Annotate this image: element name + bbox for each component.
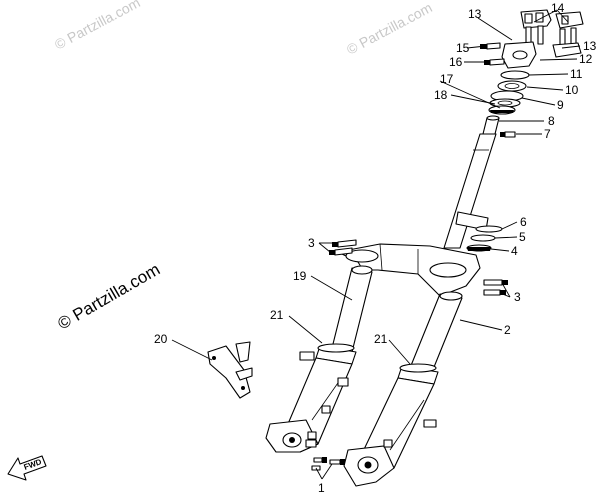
callout-21: 21 — [270, 308, 284, 322]
callout-1: 1 — [318, 481, 325, 495]
callout-labels: 13 14 13 15 12 16 11 17 10 18 9 8 7 6 5 … — [154, 1, 597, 495]
callout-6: 6 — [520, 215, 527, 229]
watermark-center: © Partzilla.com — [55, 260, 164, 334]
fork-leg-left — [265, 265, 373, 453]
forward-direction-arrow: FWD — [7, 455, 47, 481]
brake-hose-bracket — [207, 341, 253, 399]
watermark-top-left: © Partzilla.com — [52, 0, 143, 53]
callout-3: 3 — [308, 236, 315, 250]
axle-holder-bolts — [311, 457, 345, 471]
callout-9: 9 — [557, 98, 564, 112]
callout-15: 15 — [456, 41, 470, 55]
callout-13: 13 — [583, 39, 597, 53]
callout-11: 11 — [570, 67, 583, 81]
callout-2: 2 — [504, 323, 511, 337]
callout-4: 4 — [511, 244, 518, 258]
callout-18: 18 — [434, 88, 448, 102]
callout-14: 14 — [551, 1, 565, 15]
callout-17: 17 — [440, 72, 454, 86]
lower-triple-clamp — [329, 239, 508, 297]
callout-13: 13 — [468, 7, 482, 21]
fork-leg-right — [343, 291, 463, 487]
callout-21: 21 — [374, 332, 388, 346]
handlebar-clamp-assembly — [480, 9, 584, 115]
callout-8: 8 — [548, 114, 555, 128]
callout-7: 7 — [544, 127, 551, 141]
steering-stem — [443, 115, 516, 252]
callout-12: 12 — [579, 52, 593, 66]
callout-20: 20 — [154, 332, 168, 346]
callout-leaders — [171, 9, 581, 480]
callout-5: 5 — [519, 230, 526, 244]
callout-10: 10 — [565, 83, 579, 97]
callout-16: 16 — [449, 55, 463, 69]
callout-19: 19 — [293, 269, 307, 283]
callout-3: 3 — [514, 290, 521, 304]
watermark-top-right: © Partzilla.com — [344, 0, 435, 58]
